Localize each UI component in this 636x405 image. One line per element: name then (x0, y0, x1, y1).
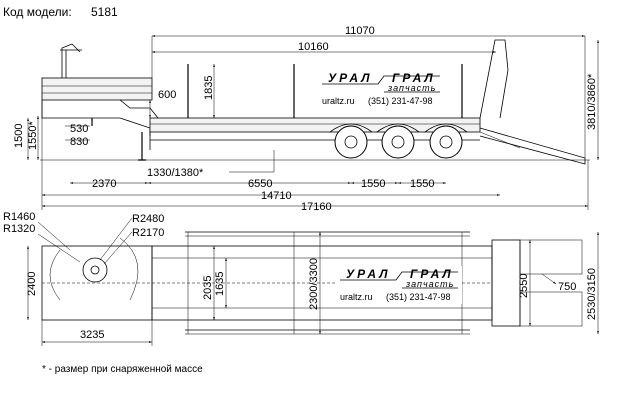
logo-website: uraltz.ru (322, 96, 355, 106)
dim-2530-3150: 2530/3150 (586, 268, 598, 320)
dim-830: 830 (70, 136, 88, 148)
dim-1835: 1835 (203, 76, 215, 100)
fifth-wheel (82, 257, 108, 283)
ramps-plan (491, 239, 521, 327)
logo-website-top: uraltz.ru (340, 292, 373, 302)
side-dimensions: 11070 10160 1330/1380* 2370 6550 1550 15… (13, 25, 599, 213)
model-code: 5181 (91, 5, 118, 19)
support-leg (138, 132, 146, 161)
top-view: УРАЛ ГРАЛ запчасть uraltz.ru (351) 231-4… (3, 211, 599, 346)
dim-1500: 1500 (13, 124, 25, 148)
dim-6550: 6550 (248, 178, 272, 190)
model-header: Код модели: 5181 (3, 5, 118, 19)
dim-3235: 3235 (80, 329, 104, 341)
brand-logo: УРАЛ ГРАЛ запчасть uraltz.ru (351) 231-4… (318, 70, 444, 108)
dim-10160: 10160 (298, 41, 329, 53)
dim-2400: 2400 (26, 272, 38, 296)
gooseneck-box (41, 77, 153, 101)
logo-brand2: ГРАЛ (392, 71, 436, 85)
dim-11070: 11070 (345, 25, 375, 37)
dim-2035: 2035 (202, 276, 214, 300)
dim-530: 530 (70, 123, 88, 135)
ramp-lowered (479, 127, 586, 165)
side-view: УРАЛ ГРАЛ запчасть uraltz.ru (351) 231-4… (13, 25, 599, 213)
wheel (334, 125, 368, 159)
dim-r2170: R2170 (132, 227, 164, 239)
top-dimensions: R1460 R1320 R2480 R2170 2400 3235 2035 1… (3, 211, 599, 346)
logo-phone: (351) 231-47-98 (368, 96, 433, 106)
wheel (429, 125, 463, 159)
dim-3810: 3810/3860* (586, 73, 598, 130)
dim-1550b: 1550 (410, 178, 434, 190)
dim-1330: 1330/1380* (147, 167, 204, 179)
dim-r2480: R2480 (132, 213, 164, 225)
dim-1550-star: 1550* (27, 121, 39, 150)
logo-brand-top: УРАЛ (346, 267, 390, 281)
brand-logo-top: УРАЛ ГРАЛ запчасть uraltz.ru (351) 231-4… (336, 266, 462, 304)
dim-2550: 2550 (518, 274, 530, 298)
dim-r1460: R1460 (3, 211, 35, 223)
logo-brand2-top: ГРАЛ (410, 267, 454, 281)
dim-600: 600 (158, 89, 176, 101)
logo-sub: запчасть (387, 83, 436, 93)
footnote: * - размер при снаряженной массе (42, 364, 203, 375)
dim-17160: 17160 (301, 201, 332, 213)
dim-1635: 1635 (214, 272, 226, 296)
model-label: Код модели: (3, 5, 72, 19)
dim-r1320: R1320 (3, 223, 35, 235)
dim-2300-3300: 2300/3300 (308, 258, 320, 310)
logo-phone-top: (351) 231-47-98 (386, 292, 451, 302)
logo-sub-top: запчасть (405, 279, 454, 289)
dim-14710: 14710 (261, 190, 292, 202)
handrail (60, 43, 82, 78)
wheel (381, 125, 415, 159)
dim-1550a: 1550 (361, 178, 385, 190)
dim-750: 750 (558, 281, 576, 293)
dim-2370: 2370 (92, 178, 116, 190)
logo-brand: УРАЛ (328, 71, 372, 85)
ramp-raised (479, 39, 509, 119)
main-deck (149, 117, 481, 133)
